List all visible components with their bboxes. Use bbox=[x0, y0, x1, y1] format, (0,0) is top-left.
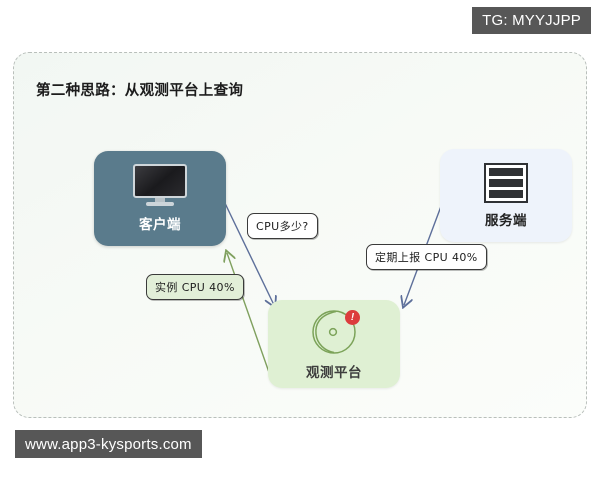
edge-label-report-cpu: 定期上报 CPU 40% bbox=[366, 244, 487, 270]
node-server[interactable]: 服务端 bbox=[440, 149, 572, 242]
node-server-label: 服务端 bbox=[485, 212, 527, 228]
telegram-watermark: TG: MYYJJPP bbox=[472, 7, 591, 34]
node-platform-label: 观测平台 bbox=[306, 365, 362, 380]
edge-label-cpu-query: CPU多少? bbox=[247, 213, 318, 239]
server-rack-icon bbox=[484, 162, 528, 203]
node-platform[interactable]: ! 观测平台 bbox=[268, 300, 400, 388]
site-watermark: www.app3-kysports.com bbox=[15, 430, 202, 458]
alert-badge: ! bbox=[345, 310, 360, 325]
edge-label-instance-cpu: 实例 CPU 40% bbox=[146, 274, 244, 300]
page-title: 第二种思路：从观测平台上查询 bbox=[36, 83, 244, 99]
node-client[interactable]: 客户端 bbox=[94, 151, 226, 246]
gauge-radar-icon: ! bbox=[307, 307, 361, 357]
node-client-label: 客户端 bbox=[139, 217, 181, 232]
monitor-icon bbox=[133, 164, 187, 206]
